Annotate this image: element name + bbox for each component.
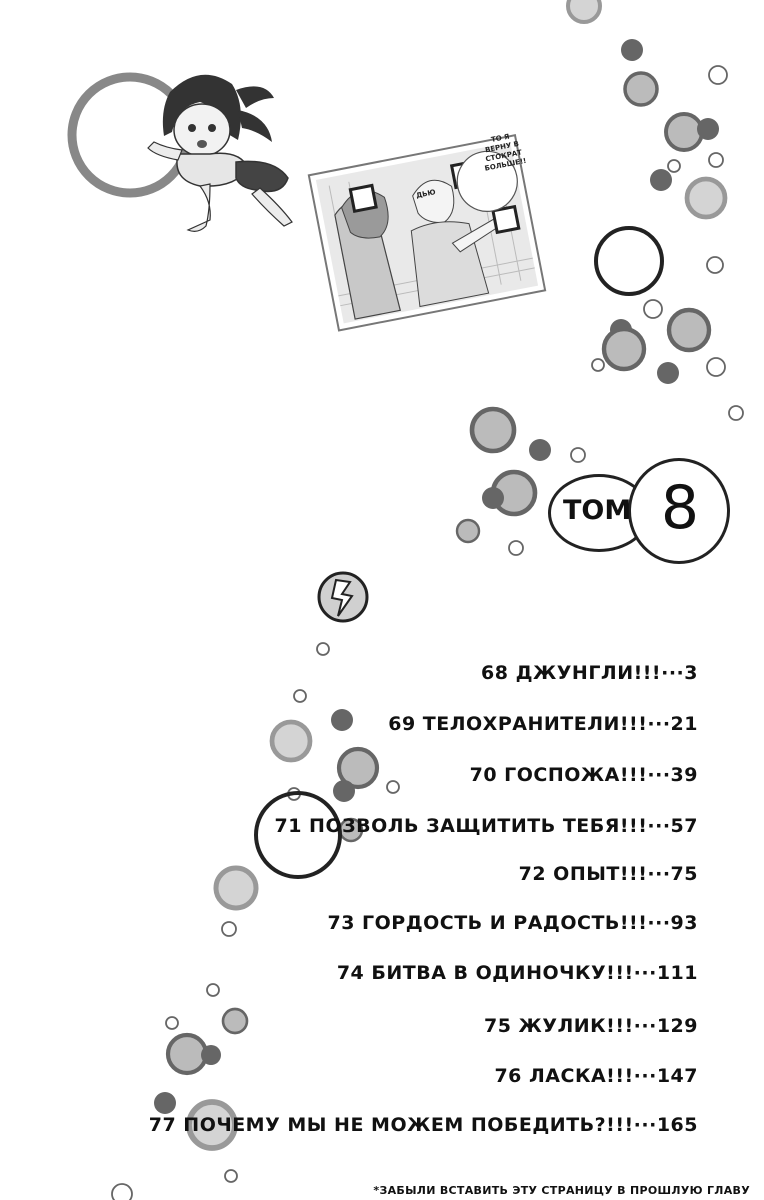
toc-leader: ··· <box>633 962 657 984</box>
dot <box>650 169 672 191</box>
dot <box>529 439 551 461</box>
ring-small <box>728 405 744 421</box>
ring-small <box>165 1016 179 1030</box>
toc-title: 71 ПОЗВОЛЬ ЗАЩИТИТЬ ТЕБЯ!!! <box>274 815 648 837</box>
bubble <box>684 176 728 220</box>
ring-small <box>111 1183 133 1200</box>
toc-page: 129 <box>656 1015 698 1037</box>
bubble <box>221 1007 249 1035</box>
toc-leader: ··· <box>647 764 671 786</box>
ring-small <box>316 642 330 656</box>
toc-entry[interactable]: 77 ПОЧЕМУ МЫ НЕ МОЖЕМ ПОБЕДИТЬ?!!!···165 <box>138 1114 698 1136</box>
ring-small <box>643 299 663 319</box>
volume-number: 8 <box>660 473 700 543</box>
toc-leader: ··· <box>647 713 671 735</box>
toc-page: 3 <box>684 662 698 684</box>
bubble <box>186 1099 238 1151</box>
toc-leader: ··· <box>647 815 671 837</box>
bubble <box>664 112 704 152</box>
toc-entry[interactable]: 73 ГОРДОСТЬ И РАДОСТЬ!!!···93 <box>158 912 698 934</box>
ring-small <box>508 540 524 556</box>
toc-page: 111 <box>656 962 698 984</box>
ring-small <box>386 780 400 794</box>
toc-title: 77 ПОЧЕМУ МЫ НЕ МОЖЕМ ПОБЕДИТЬ?!!! <box>148 1114 634 1136</box>
bubble <box>623 71 659 107</box>
toc-leader: ··· <box>647 863 671 885</box>
toc-title: 68 ДЖУНГЛИ!!! <box>481 662 662 684</box>
toc-entry[interactable]: 70 ГОСПОЖА!!!···39 <box>158 764 698 786</box>
chibi-character-illustration <box>67 72 293 232</box>
dot <box>657 362 679 384</box>
manga-panel-illustration: ТО Я ВЕРНУ В СТОКРАТ БОЛЬШЕ!! ДЬЮ <box>300 128 552 342</box>
toc-leader: ··· <box>633 1114 657 1136</box>
toc-leader: ··· <box>633 1015 657 1037</box>
volume-label: ТОМ <box>563 495 632 526</box>
toc-page: 147 <box>656 1065 698 1087</box>
toc-page: 165 <box>656 1114 698 1136</box>
volume-number-ring <box>628 458 730 564</box>
bubble <box>269 719 313 763</box>
emblem-icon <box>317 571 369 623</box>
dot <box>201 1045 221 1065</box>
ring-small <box>293 689 307 703</box>
ring-small <box>708 152 724 168</box>
toc-entry[interactable]: 71 ПОЗВОЛЬ ЗАЩИТИТЬ ТЕБЯ!!!···57 <box>158 815 698 837</box>
bubble <box>566 0 602 24</box>
toc-page: 75 <box>670 863 698 885</box>
toc-page: 39 <box>670 764 698 786</box>
bubble <box>336 746 380 790</box>
toc-entry[interactable]: 68 ДЖУНГЛИ!!!···3 <box>158 662 698 684</box>
toc-title: 69 ТЕЛОХРАНИТЕЛИ!!! <box>388 713 648 735</box>
footnote: *ЗАБЫЛИ ВСТАВИТЬ ЭТУ СТРАНИЦУ В ПРОШЛУЮ … <box>373 1184 750 1197</box>
ring-large <box>594 226 664 296</box>
bubble <box>469 406 517 454</box>
toc-title: 76 ЛАСКА!!! <box>494 1065 634 1087</box>
volume-badge: ТОМ 8 <box>548 458 730 564</box>
bubble <box>213 865 259 911</box>
ring-small <box>706 256 724 274</box>
ring-small <box>570 447 586 463</box>
toc-leader: ··· <box>647 912 671 934</box>
ring-small <box>667 159 681 173</box>
toc-entry[interactable]: 69 ТЕЛОХРАНИТЕЛИ!!!···21 <box>158 713 698 735</box>
bubble <box>666 307 712 353</box>
toc-page: 93 <box>670 912 698 934</box>
toc-entry[interactable]: 74 БИТВА В ОДИНОЧКУ!!!···111 <box>158 962 698 984</box>
toc-leader: ··· <box>661 662 685 684</box>
dot <box>333 780 355 802</box>
toc-page: 21 <box>670 713 698 735</box>
toc-entry[interactable]: 76 ЛАСКА!!!···147 <box>158 1065 698 1087</box>
ring-small <box>224 1169 238 1183</box>
dot <box>331 709 353 731</box>
toc-title: 72 ОПЫТ!!! <box>518 863 648 885</box>
bubble <box>601 326 647 372</box>
toc-title: 73 ГОРДОСТЬ И РАДОСТЬ!!! <box>327 912 648 934</box>
ring-large <box>254 791 342 879</box>
toc-entry[interactable]: 72 ОПЫТ!!!···75 <box>158 863 698 885</box>
ring-small <box>706 357 726 377</box>
toc-leader: ··· <box>633 1065 657 1087</box>
ring-small <box>206 983 220 997</box>
bubble <box>455 518 481 544</box>
toc-title: 70 ГОСПОЖА!!! <box>469 764 648 786</box>
dot <box>482 487 504 509</box>
toc-title: 75 ЖУЛИК!!! <box>484 1015 634 1037</box>
toc-title: 74 БИТВА В ОДИНОЧКУ!!! <box>336 962 634 984</box>
dot <box>621 39 643 61</box>
ring-small <box>221 921 237 937</box>
ring-small <box>708 65 728 85</box>
dot <box>697 118 719 140</box>
dot <box>154 1092 176 1114</box>
ring-small <box>591 358 605 372</box>
toc-page: 57 <box>670 815 698 837</box>
toc-entry[interactable]: 75 ЖУЛИК!!!···129 <box>158 1015 698 1037</box>
